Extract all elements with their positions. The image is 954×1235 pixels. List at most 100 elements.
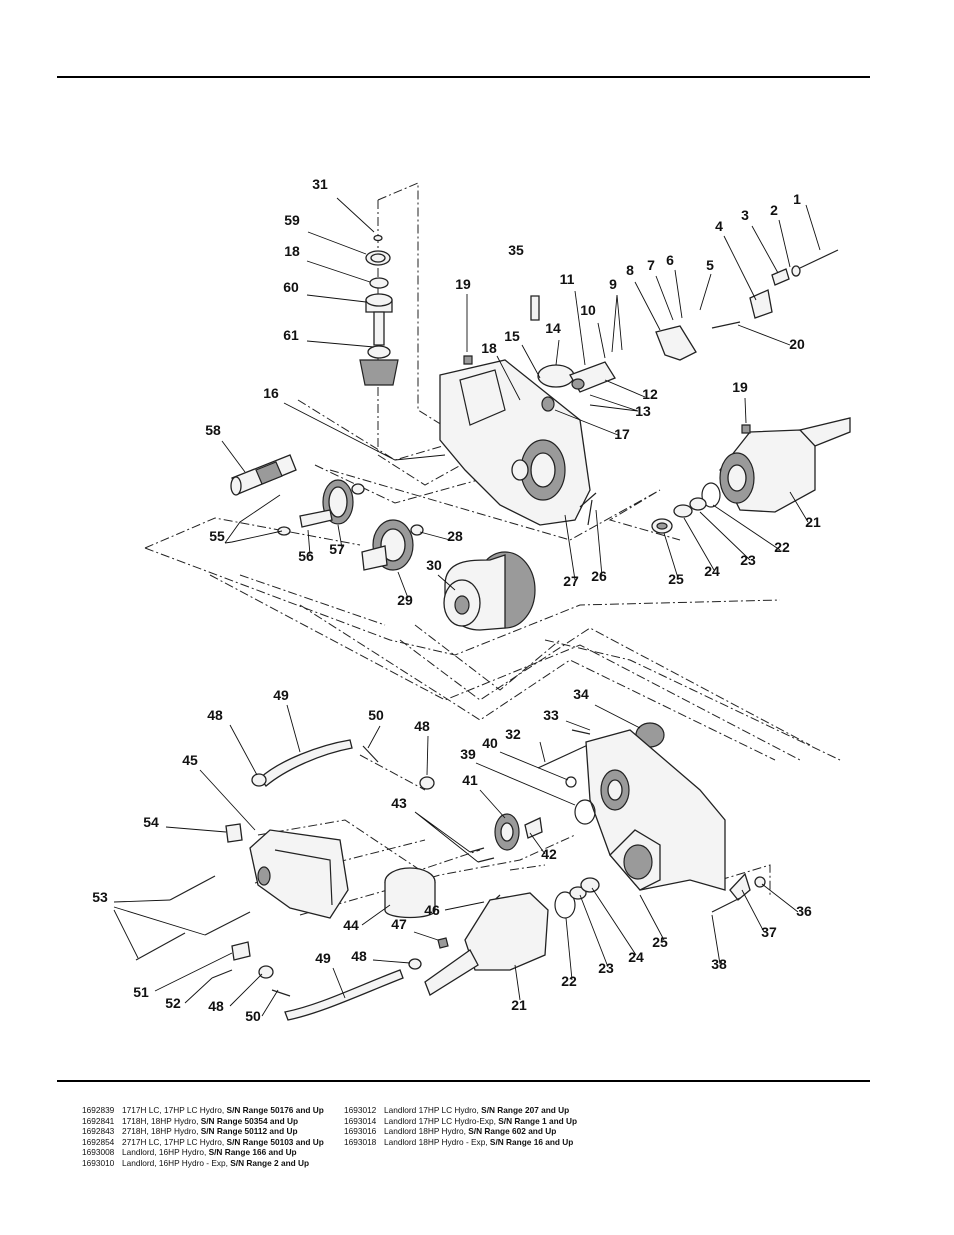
model-description: Landlord 18HP Hydro,: [384, 1126, 469, 1137]
callout-36: 36: [796, 903, 812, 919]
callout-19: 19: [732, 379, 748, 395]
callout-29: 29: [397, 592, 413, 608]
callout-4: 4: [715, 218, 723, 234]
callout-32: 32: [505, 726, 521, 742]
callout-52: 52: [165, 995, 181, 1011]
callout-28: 28: [447, 528, 463, 544]
callout-17: 17: [614, 426, 630, 442]
callout-1: 1: [793, 191, 801, 207]
callout-49: 49: [273, 687, 289, 703]
callout-18: 18: [284, 243, 300, 259]
callout-54: 54: [143, 814, 159, 830]
serial-range: S/N Range 16 and Up: [489, 1136, 574, 1147]
callout-33: 33: [543, 707, 559, 723]
callout-19: 19: [455, 276, 471, 292]
callout-50: 50: [368, 707, 384, 723]
callout-42: 42: [541, 846, 557, 862]
model-description: Landlord 17HP LC Hydro-Exp,: [384, 1115, 499, 1126]
bottom-rule: [57, 1080, 870, 1082]
serial-range: S/N Range 1 and Up: [498, 1115, 578, 1126]
callout-34: 34: [573, 686, 589, 702]
callout-44: 44: [343, 917, 359, 933]
callout-6: 6: [666, 252, 674, 268]
assembly-guide-lines: [144, 182, 841, 916]
model-description: Landlord, 16HP Hydro,: [122, 1147, 209, 1158]
callout-14: 14: [545, 320, 561, 336]
callout-61: 61: [283, 327, 299, 343]
callout-8: 8: [626, 262, 634, 278]
callout-12: 12: [642, 386, 658, 402]
serial-range: S/N Range 207 and Up: [481, 1105, 570, 1115]
model-code: 1692843: [82, 1126, 115, 1137]
callout-55: 55: [209, 528, 225, 544]
model-code: 1693018: [344, 1136, 377, 1147]
callout-48: 48: [207, 707, 223, 723]
callout-50: 50: [245, 1008, 261, 1024]
callout-25: 25: [668, 571, 684, 587]
callout-11: 11: [560, 271, 575, 287]
callout-47: 47: [391, 916, 407, 932]
serial-range: S/N Range 50112 and Up: [200, 1126, 298, 1137]
callout-48: 48: [208, 998, 224, 1014]
callout-39: 39: [460, 746, 476, 762]
serial-range: S/N Range 50103 and Up: [226, 1136, 324, 1147]
callout-23: 23: [740, 552, 756, 568]
callout-22: 22: [561, 973, 577, 989]
callout-13: 13: [635, 403, 651, 419]
callout-24: 24: [628, 949, 644, 965]
serial-range: S/N Range 166 and Up: [208, 1147, 297, 1158]
model-code: 1693008: [82, 1147, 115, 1158]
model-code: 1692854: [82, 1136, 115, 1147]
model-description: Landlord 18HP Hydro - Exp,: [384, 1136, 490, 1147]
callout-53: 53: [92, 889, 108, 905]
callout-9: 9: [609, 276, 617, 292]
callout-7: 7: [647, 257, 655, 273]
callout-35: 35: [508, 242, 524, 258]
callout-21: 21: [805, 514, 821, 530]
callout-37: 37: [761, 924, 777, 940]
callout-5: 5: [706, 257, 714, 273]
serial-range: S/N Range 2 and Up: [230, 1157, 310, 1168]
callout-22: 22: [774, 539, 790, 555]
callout-60: 60: [283, 279, 299, 295]
model-description: 1718H, 18HP Hydro,: [122, 1115, 201, 1126]
serial-range: S/N Range 602 and Up: [468, 1126, 557, 1137]
callout-40: 40: [482, 735, 498, 751]
callout-56: 56: [298, 548, 314, 564]
leader-lines: [113, 197, 821, 1017]
callout-46: 46: [424, 902, 440, 918]
model-description: 1717H LC, 17HP LC Hydro,: [122, 1105, 227, 1115]
callout-24: 24: [704, 563, 720, 579]
callout-26: 26: [591, 568, 607, 584]
callout-45: 45: [182, 752, 198, 768]
callout-31: 31: [312, 176, 328, 192]
callout-25: 25: [652, 934, 668, 950]
model-description: Landlord 17HP LC Hydro,: [384, 1105, 482, 1115]
callout-59: 59: [284, 212, 300, 228]
callout-48: 48: [414, 718, 430, 734]
model-row: 1693018 Landlord 18HP Hydro - Exp, S/N Ra…: [344, 1137, 577, 1148]
callout-20: 20: [789, 336, 805, 352]
callout-30: 30: [426, 557, 442, 573]
model-row: 1693008 Landlord, 16HP Hydro, S/N Range 1…: [82, 1147, 324, 1158]
callout-21: 21: [511, 997, 527, 1013]
serial-range: S/N Range 50176 and Up: [226, 1105, 324, 1115]
callout-10: 10: [580, 302, 596, 318]
callout-48: 48: [351, 948, 367, 964]
callout-16: 16: [263, 385, 279, 401]
callout-23: 23: [598, 960, 614, 976]
callout-18: 18: [481, 340, 497, 356]
part-drawings: [135, 234, 851, 1021]
top-rule: [57, 76, 870, 78]
callout-2: 2: [770, 202, 778, 218]
